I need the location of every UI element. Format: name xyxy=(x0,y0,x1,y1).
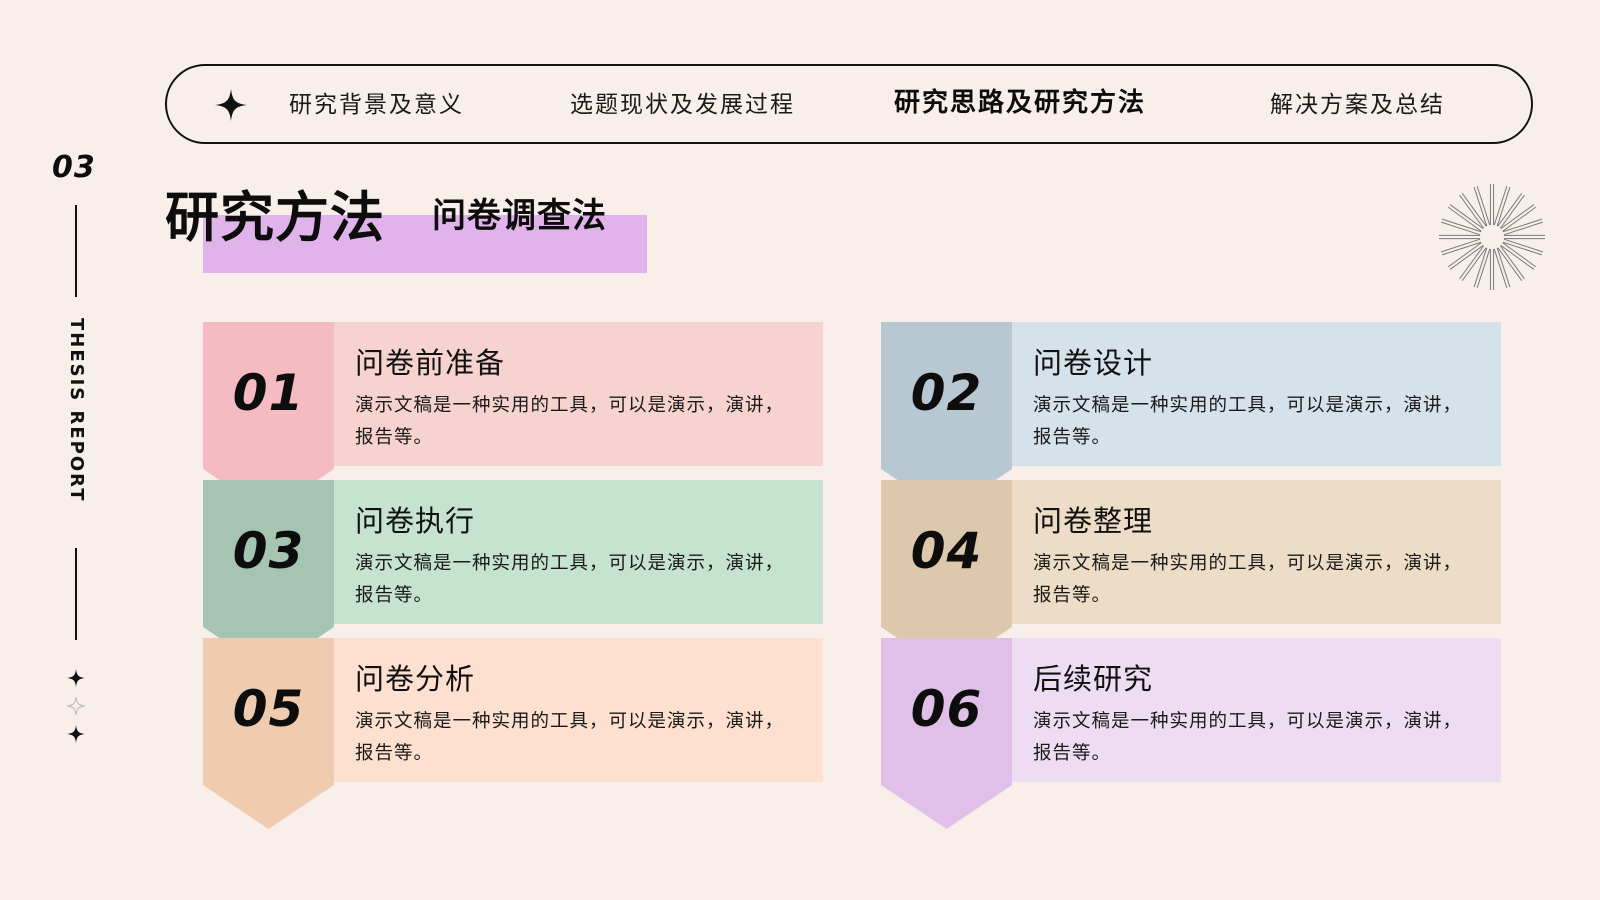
card-item: 03 问卷执行 演示文稿是一种实用的工具，可以是演示，演讲，报告等。 xyxy=(203,480,823,671)
chevron-tab-fill xyxy=(881,638,1012,829)
burst-ray xyxy=(1496,186,1511,227)
rail-divider-top xyxy=(75,205,77,297)
card-tab xyxy=(203,480,334,671)
card-content-bg xyxy=(334,322,823,466)
burst-ray xyxy=(1476,248,1491,289)
title-highlight xyxy=(203,215,647,273)
chevron-tab-shape xyxy=(881,480,1012,671)
burst-ray xyxy=(1476,185,1491,226)
card-number: 01 xyxy=(232,364,305,422)
card-item: 06 后续研究 演示文稿是一种实用的工具，可以是演示，演讲，报告等。 xyxy=(881,638,1501,829)
card-heading: 问卷设计 xyxy=(1033,346,1154,380)
nav-item-methods[interactable]: 研究思路及研究方法 xyxy=(894,88,1147,118)
card-content-bg xyxy=(1012,480,1501,624)
chevron-tab-shape xyxy=(881,322,1012,513)
chevron-tab-shape xyxy=(203,638,334,829)
card-number: 05 xyxy=(232,680,305,738)
rail-stars xyxy=(66,668,86,752)
card-tab xyxy=(881,638,1012,829)
burst-ray xyxy=(1497,247,1523,282)
burst-ray xyxy=(1441,218,1482,233)
card-number: 06 xyxy=(910,680,983,738)
card-number: 02 xyxy=(910,364,983,422)
card-heading: 问卷前准备 xyxy=(355,346,506,380)
card-content-bg xyxy=(1012,322,1501,466)
burst-ray xyxy=(1502,206,1537,232)
card-heading: 后续研究 xyxy=(1033,662,1154,696)
burst-ray xyxy=(1500,244,1535,270)
card-description: 演示文稿是一种实用的工具，可以是演示，演讲，报告等。 xyxy=(355,395,785,448)
burst-ray xyxy=(1441,241,1482,256)
sparkle-icon xyxy=(67,725,85,743)
card-item: 04 问卷整理 演示文稿是一种实用的工具，可以是演示，演讲，报告等。 xyxy=(881,480,1501,671)
burst-icon xyxy=(1438,183,1545,290)
burst-ray xyxy=(1503,221,1544,236)
card-tab xyxy=(881,322,1012,513)
burst-ray xyxy=(1461,192,1487,227)
burst-ray xyxy=(1459,194,1485,229)
chevron-tab-shape xyxy=(203,322,334,513)
card-item: 05 问卷分析 演示文稿是一种实用的工具，可以是演示，演讲，报告等。 xyxy=(203,638,823,829)
card-heading: 问卷分析 xyxy=(355,662,476,696)
chevron-tab-fill xyxy=(881,480,1012,671)
sparkle-outline-icon xyxy=(66,696,86,716)
burst-ray xyxy=(1473,247,1488,288)
sparkle-icon xyxy=(215,89,247,121)
card-heading: 问卷整理 xyxy=(1033,504,1154,538)
page-subtitle: 问卷调查法 xyxy=(432,196,607,236)
card-number: 04 xyxy=(910,522,983,580)
card-tab xyxy=(203,638,334,829)
burst-ray xyxy=(1499,245,1525,280)
burst-ray xyxy=(1447,242,1482,268)
card-description: 演示文稿是一种实用的工具，可以是演示，演讲，报告等。 xyxy=(1033,553,1463,606)
rail-divider-bottom xyxy=(75,548,77,640)
card-heading: 问卷执行 xyxy=(355,504,476,538)
burst-ray xyxy=(1502,241,1543,256)
burst-ray xyxy=(1473,186,1488,227)
sparkle-icon xyxy=(67,669,85,687)
card-item: 02 问卷设计 演示文稿是一种实用的工具，可以是演示，演讲，报告等。 xyxy=(881,322,1501,513)
burst-ray xyxy=(1493,185,1508,226)
burst-ray xyxy=(1503,238,1544,253)
card-content-bg xyxy=(1012,638,1501,782)
chevron-tab-shape xyxy=(203,480,334,671)
burst-ray xyxy=(1449,204,1484,230)
chevron-tab-fill xyxy=(203,322,334,513)
card-number: 03 xyxy=(232,522,305,580)
section-nav: 研究背景及意义 选题现状及发展过程 研究思路及研究方法 解决方案及总结 xyxy=(165,64,1533,144)
chevron-tab-fill xyxy=(203,480,334,671)
nav-item-background[interactable]: 研究背景及意义 xyxy=(289,92,464,118)
chevron-tab-shape xyxy=(881,638,1012,829)
card-description: 演示文稿是一种实用的工具，可以是演示，演讲，报告等。 xyxy=(1033,395,1463,448)
card-tab xyxy=(881,480,1012,671)
burst-ray xyxy=(1440,238,1481,253)
burst-ray xyxy=(1440,221,1481,236)
burst-ray xyxy=(1449,244,1484,270)
rail-label: THESIS REPORT xyxy=(66,318,87,503)
burst-ray xyxy=(1500,204,1535,230)
card-content-bg xyxy=(334,480,823,624)
burst-ray xyxy=(1499,194,1525,229)
burst-ray xyxy=(1461,247,1487,282)
card-description: 演示文稿是一种实用的工具，可以是演示，演讲，报告等。 xyxy=(355,711,785,764)
page-title: 研究方法 xyxy=(165,186,385,249)
burst-ray xyxy=(1493,248,1508,289)
card-content-bg xyxy=(334,638,823,782)
card-description: 演示文稿是一种实用的工具，可以是演示，演讲，报告等。 xyxy=(355,553,785,606)
nav-item-status[interactable]: 选题现状及发展过程 xyxy=(570,92,795,118)
burst-ray xyxy=(1496,247,1511,288)
card-tab xyxy=(203,322,334,513)
card-description: 演示文稿是一种实用的工具，可以是演示，演讲，报告等。 xyxy=(1033,711,1463,764)
section-number: 03 xyxy=(52,150,96,185)
nav-item-solution[interactable]: 解决方案及总结 xyxy=(1270,92,1445,118)
chevron-tab-fill xyxy=(881,322,1012,513)
chevron-tab-fill xyxy=(203,638,334,829)
burst-ray xyxy=(1497,192,1523,227)
burst-ray xyxy=(1447,206,1482,232)
burst-ray xyxy=(1459,245,1485,280)
card-item: 01 问卷前准备 演示文稿是一种实用的工具，可以是演示，演讲，报告等。 xyxy=(203,322,823,513)
burst-ray xyxy=(1502,242,1537,268)
burst-ray xyxy=(1502,218,1543,233)
